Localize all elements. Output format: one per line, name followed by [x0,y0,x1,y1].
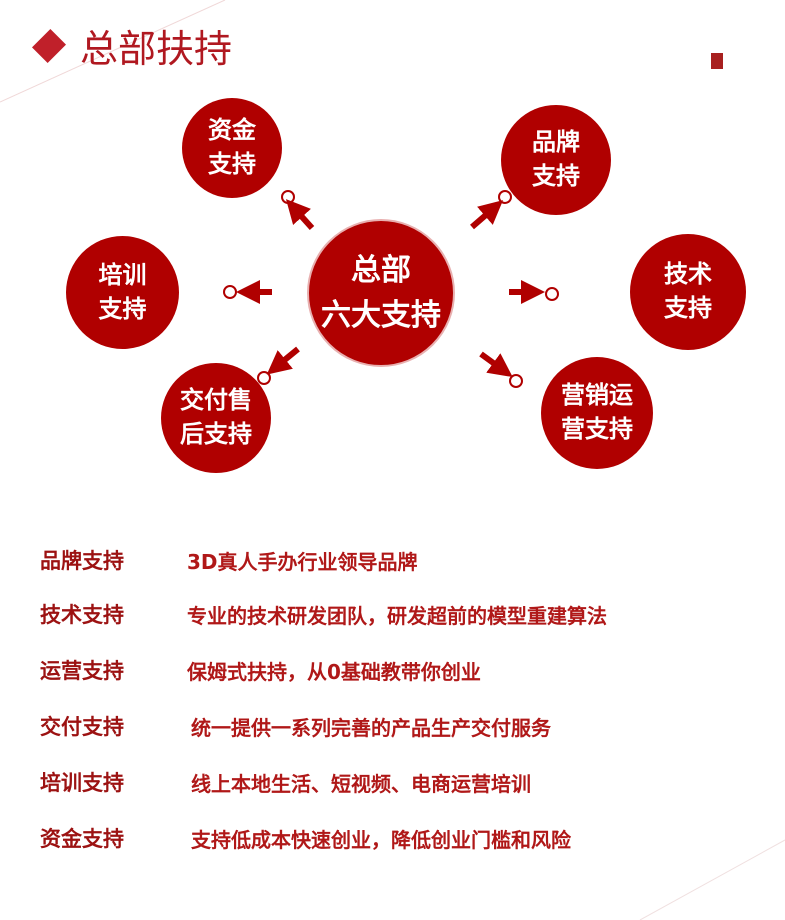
node-line1: 培训 [98,260,147,289]
list-item: 培训支持 线上本地生活、短视频、电商运营培训 [40,767,531,797]
list-value: 3D真人手办行业领导品牌 [187,549,418,574]
node-line1: 品牌 [532,128,580,157]
node-line1: 营销运 [561,381,633,410]
center-line2: 六大支持 [321,298,441,333]
list-item: 技术支持 专业的技术研发团队，研发超前的模型重建算法 [40,599,607,629]
list-item: 交付支持 统一提供一系列完善的产品生产交付服务 [40,711,551,741]
arrow-icon [281,190,315,231]
node-line2: 营支持 [561,415,633,443]
node-line1: 交付售 [180,386,252,415]
node-training: 培训支持 [66,236,179,349]
center-circle: 总部六大支持 [307,219,455,367]
list-item: 品牌支持 3D真人手办行业领导品牌 [40,545,418,575]
node-line2: 后支持 [180,420,252,448]
list-value: 统一提供一系列完善的产品生产交付服务 [191,715,551,740]
node-line2: 支持 [208,150,256,178]
node-marketing: 营销运营支持 [541,357,653,469]
arrow-icon [223,280,272,304]
list-item: 运营支持 保姆式扶持，从0基础教带你创业 [40,655,481,685]
node-delivery: 交付售后支持 [161,363,271,473]
list-label: 品牌支持 [40,549,124,573]
list-label: 技术支持 [40,603,124,627]
arrow-icon [257,346,300,385]
node-line2: 支持 [664,294,712,322]
section-title: 总部扶持 [31,18,233,73]
list-value: 支持低成本快速创业，降低创业门槛和风险 [191,827,571,852]
arrow-icon [479,351,523,388]
node-brand: 品牌支持 [501,105,611,215]
list-label: 运营支持 [40,659,124,683]
decorative-square [711,53,723,69]
list-value: 保姆式扶持，从0基础教带你创业 [187,659,481,684]
arrow-icon [470,190,512,230]
list-value: 线上本地生活、短视频、电商运营培训 [191,771,531,796]
center-line1: 总部 [351,253,411,288]
node-technology: 技术支持 [630,234,746,350]
arrow-icon [509,280,559,304]
node-line1: 技术 [664,260,712,289]
list-label: 资金支持 [40,827,124,851]
node-line2: 支持 [98,294,147,323]
list-item: 资金支持 支持低成本快速创业，降低创业门槛和风险 [40,823,571,853]
list-label: 培训支持 [40,771,124,795]
node-line1: 资金 [208,116,256,145]
node-line2: 支持 [532,162,580,190]
list-label: 交付支持 [40,715,124,739]
list-value: 专业的技术研发团队，研发超前的模型重建算法 [187,603,607,628]
title-text: 总部扶持 [80,27,233,71]
node-funding: 资金支持 [182,98,282,198]
